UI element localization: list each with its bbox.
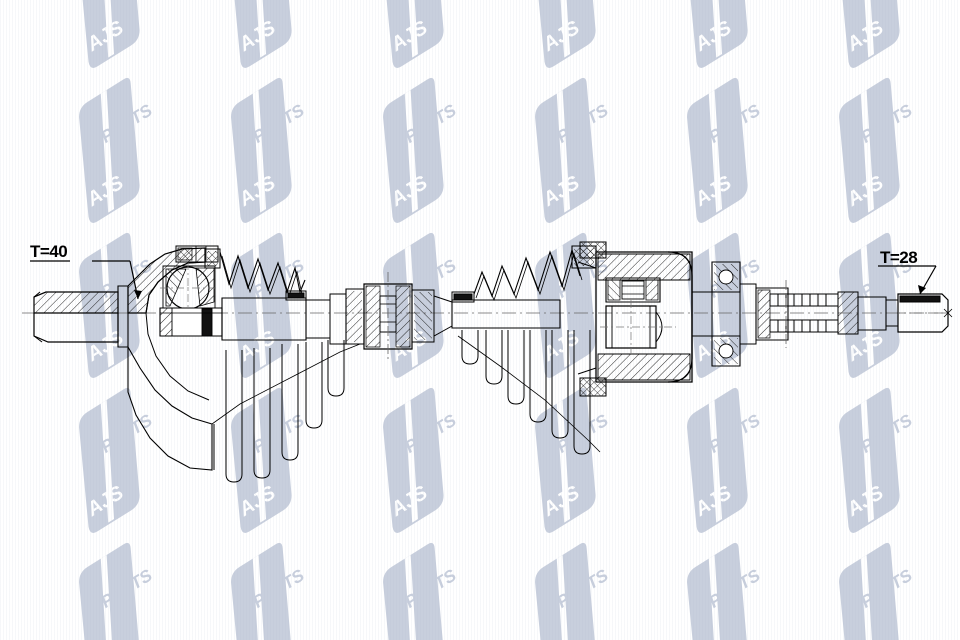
right-spline-section <box>755 280 899 348</box>
cv-ball-cage <box>160 262 218 314</box>
tripod-roller-upper <box>605 277 661 303</box>
inner-boot-folds <box>457 330 601 455</box>
leader-lines <box>30 260 937 300</box>
spline-count-label-left: T=40 <box>30 242 68 261</box>
spline-count-label-right: T=28 <box>880 248 918 267</box>
outer-cv-joint <box>127 245 223 471</box>
tripod-trunnion <box>600 300 676 354</box>
cv-inner-race <box>159 307 223 337</box>
outer-boot <box>204 248 361 483</box>
right-splined-end <box>897 293 953 333</box>
inner-boot <box>451 245 601 455</box>
outer-stub-shaft <box>33 285 129 348</box>
outer-boot-folds <box>211 340 361 483</box>
output-bearing-seat <box>691 261 757 367</box>
inner-tripod-joint <box>577 241 693 397</box>
